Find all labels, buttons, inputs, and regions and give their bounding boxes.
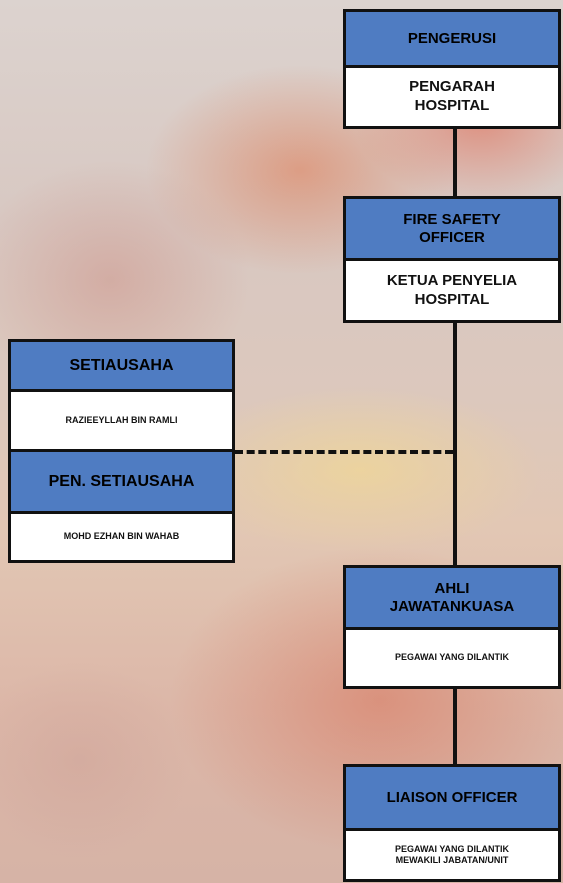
node-fire-safety-title: FIRE SAFETY OFFICER [346, 199, 558, 261]
node-pen-setiausaha: PEN. SETIAUSAHA MOHD EZHAN BIN WAHAB [8, 449, 235, 563]
node-pen-setiausaha-title: PEN. SETIAUSAHA [11, 452, 232, 514]
node-pengerusi-name: PENGARAH HOSPITAL [409, 78, 495, 114]
node-ahli-name: PEGAWAI YANG DILANTIK [394, 652, 510, 663]
node-setiausaha-name: RAZIEEYLLAH BIN RAMLI [65, 414, 178, 425]
node-pen-setiausaha-name: MOHD EZHAN BIN WAHAB [63, 531, 180, 542]
node-fire-safety-name: KETUA PENYELIA HOSPITAL [386, 271, 518, 308]
node-pengerusi: PENGERUSI PENGARAH HOSPITAL [343, 9, 561, 129]
node-ahli-title: AHLI JAWATANKUASA [346, 568, 558, 630]
connector-fire-safety-ahli [453, 320, 457, 567]
node-fire-safety-officer: FIRE SAFETY OFFICER KETUA PENYELIA HOSPI… [343, 196, 561, 323]
dashed-connector-secretariat [235, 450, 453, 454]
connector-ahli-liaison [453, 686, 457, 766]
node-liaison-title: LIAISON OFFICER [346, 767, 558, 831]
node-setiausaha-title: SETIAUSAHA [11, 342, 232, 392]
node-ahli-jawatankuasa: AHLI JAWATANKUASA PEGAWAI YANG DILANTIK [343, 565, 561, 689]
node-setiausaha: SETIAUSAHA RAZIEEYLLAH BIN RAMLI [8, 339, 235, 452]
node-liaison-officer: LIAISON OFFICER PEGAWAI YANG DILANTIK ME… [343, 764, 561, 882]
node-liaison-name: PEGAWAI YANG DILANTIK MEWAKILI JABATAN/U… [394, 843, 510, 865]
connector-pengerusi-fire-safety [453, 126, 457, 198]
node-pengerusi-title: PENGERUSI [346, 12, 558, 68]
